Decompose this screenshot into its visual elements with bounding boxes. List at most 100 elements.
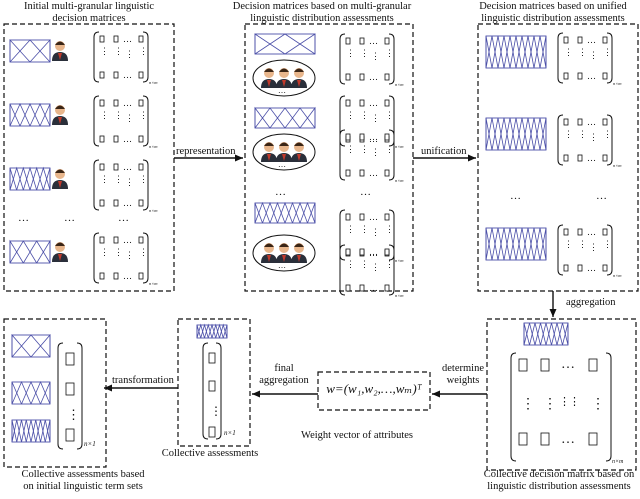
matrix-cell (345, 133, 351, 141)
ellipsis: … (18, 212, 29, 224)
matrix-cell (577, 154, 583, 162)
decision-maker-icon (261, 243, 277, 263)
membership-triangle (539, 117, 547, 151)
multi-term-set (254, 201, 316, 224)
matrix-vdots: ⋮ (569, 396, 580, 408)
matrix-hdots: … (123, 70, 132, 80)
membership-triangle (503, 227, 517, 261)
membership-triangle (539, 227, 547, 261)
matrix-cell (577, 72, 583, 80)
membership-triangle (284, 107, 316, 129)
initial-decision-matrix: ⋮⋮⋮……⋮n×m (93, 159, 158, 213)
membership-triangle (562, 322, 569, 346)
matrix-hdots: … (123, 134, 132, 144)
matrix-hdots: … (123, 271, 132, 281)
multi-decision-matrix: ⋮⋮⋮……⋮n×m (339, 129, 404, 183)
matrix-cell (138, 236, 144, 244)
left-bracket (93, 159, 100, 211)
collective-assessments-box (177, 318, 251, 447)
matrix-cell (563, 228, 569, 236)
membership-triangle (39, 103, 51, 127)
term-set-frame (254, 107, 316, 129)
matrix-subscript: n×m (395, 178, 404, 183)
matrix-cell (577, 118, 583, 126)
membership-triangle (491, 35, 505, 69)
membership-triangle (29, 103, 51, 127)
vector-subscript: n×1 (224, 429, 236, 437)
matrix-hdots: … (369, 36, 378, 46)
decision-maker-icon (52, 242, 68, 262)
matrix-cell (138, 35, 144, 43)
matrix-vdots: ⋮ (521, 397, 535, 412)
representation-arrow (174, 154, 243, 162)
right-bracket (606, 32, 613, 84)
person-tie (58, 53, 62, 60)
matrix-cell (563, 154, 569, 162)
person-hair (294, 68, 304, 72)
right-bracket (142, 31, 149, 83)
person-hair (279, 68, 289, 72)
weight-vector-caption: Weight vector of attributes (301, 430, 413, 441)
membership-triangle (497, 227, 511, 261)
matrix-hdots: … (369, 134, 378, 144)
matrix-cell (138, 99, 144, 107)
matrix-hdots: … (587, 71, 596, 81)
membership-triangle (11, 419, 22, 443)
matrix-vdots: ⋮ (578, 47, 587, 57)
ellipsis: … (275, 186, 286, 198)
matrix-hdots: … (123, 98, 132, 108)
matrix-cell (540, 358, 550, 372)
membership-triangle (30, 380, 51, 405)
decision-maker-icon (276, 68, 292, 88)
decision-maker-icon (261, 68, 277, 88)
matrix-cell (518, 358, 528, 372)
membership-triangle (292, 201, 308, 224)
term-set-frame (11, 381, 51, 405)
unified-decision-matrix: ⋮⋮⋮……⋮n×m (557, 224, 622, 278)
matrix-vdots: ⋮ (589, 242, 598, 252)
matrix-vdots: ⋮ (139, 46, 148, 56)
matrix-subscript: n×m (613, 273, 622, 278)
matrix-cell (113, 236, 119, 244)
membership-triangle (515, 35, 529, 69)
matrix-cell (99, 199, 105, 207)
person-tie (297, 154, 301, 161)
membership-triangle (515, 117, 529, 151)
right-bracket (605, 352, 612, 462)
matrix-hdots: … (587, 117, 596, 127)
membership-triangle (42, 167, 51, 191)
person-tie (58, 117, 62, 124)
membership-triangle (491, 227, 505, 261)
matrix-vdots: ⋮ (371, 147, 380, 157)
membership-triangle (196, 323, 205, 339)
membership-triangle (545, 322, 558, 346)
membership-triangle (539, 35, 547, 69)
matrix-vdots: ⋮ (100, 247, 109, 257)
matrix-cell (359, 99, 365, 107)
matrix-vdots: ⋮ (385, 110, 394, 120)
right-bracket (76, 342, 83, 450)
initial-term-set (11, 380, 51, 405)
transformation-label: transformation (112, 375, 174, 386)
matrix-subscript: n×m (395, 293, 404, 298)
matrix-vdots: ⋮ (100, 174, 109, 184)
initial-term-set (9, 103, 51, 127)
matrix-vdots: ⋮ (346, 224, 355, 234)
matrix-cell (65, 382, 75, 396)
unification-label: unification (421, 146, 467, 157)
group-ellipsis: … (278, 160, 286, 169)
matrix-vdots: ⋮ (346, 144, 355, 154)
matrix-cell (563, 264, 569, 272)
matrix-subscript: n×m (149, 144, 158, 149)
matrix-cell (359, 284, 365, 292)
right-bracket (142, 95, 149, 147)
matrix-vdots: ⋮ (125, 177, 134, 187)
matrix-vdots: ⋮ (543, 397, 557, 412)
membership-triangle (307, 202, 316, 224)
membership-triangle (21, 380, 41, 405)
right-bracket (215, 342, 222, 440)
membership-triangle (9, 166, 24, 191)
membership-triangle (509, 117, 523, 151)
ellipsis: … (596, 190, 607, 202)
